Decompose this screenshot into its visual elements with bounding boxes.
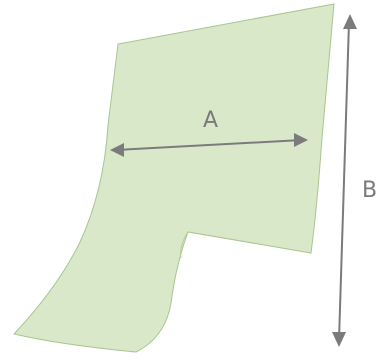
curled-sheet	[13, 3, 335, 353]
dimension-b: B	[332, 14, 377, 347]
dimension-a-right-arrowhead	[294, 133, 308, 147]
dimension-a: A	[110, 108, 308, 157]
dimension-a-label: A	[203, 108, 218, 133]
dimension-a-left-arrowhead	[110, 143, 124, 157]
dimension-b-line	[338, 21, 350, 341]
dimension-b-bottom-arrowhead	[332, 332, 346, 347]
sheet-body	[13, 3, 335, 353]
sheet-curl-fold	[180, 231, 189, 259]
dimension-b-top-arrowhead	[343, 14, 357, 29]
dimension-a-line	[115, 139, 303, 151]
dimension-b-label: B	[362, 178, 377, 203]
